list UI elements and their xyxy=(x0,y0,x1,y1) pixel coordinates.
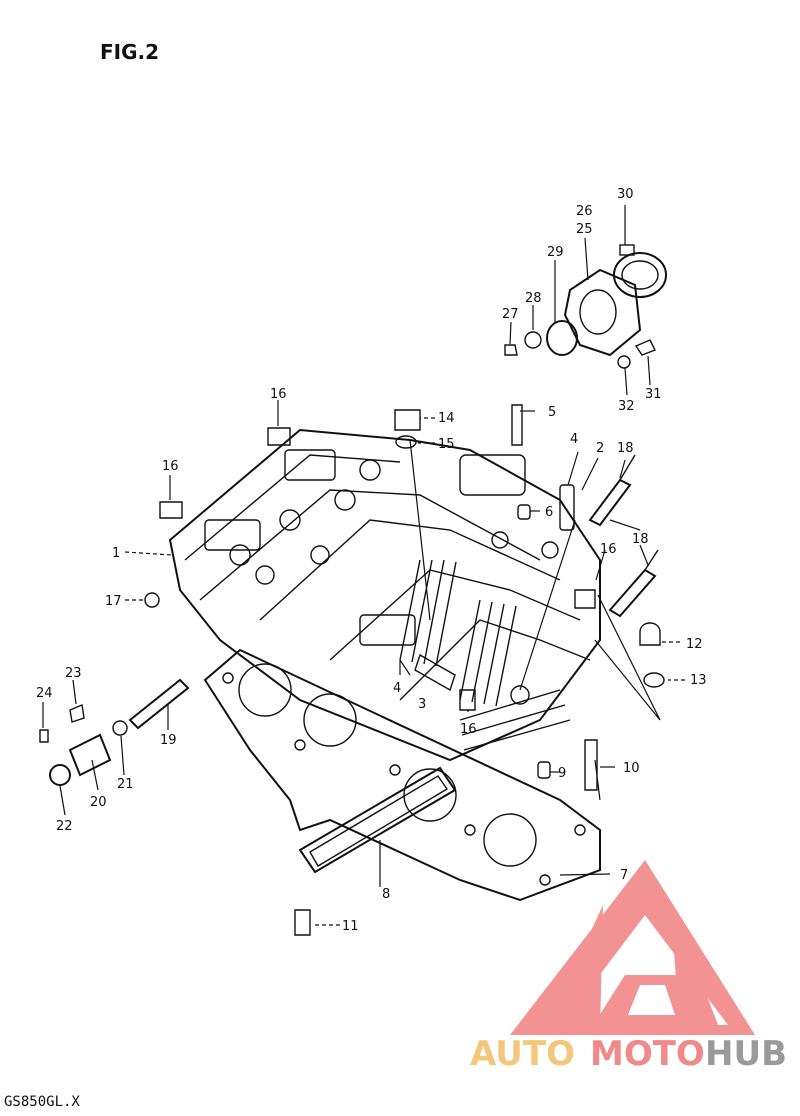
callout-14: 14 xyxy=(438,411,455,426)
callout-7: 7 xyxy=(620,868,628,883)
callout-28: 28 xyxy=(525,291,542,306)
callout-9: 9 xyxy=(558,766,566,781)
callout-16-b: 16 xyxy=(162,459,179,474)
callout-26: 26 xyxy=(576,204,593,219)
automotohub-wordmark: AUTO MOTO HUB xyxy=(470,1034,787,1074)
callout-13: 13 xyxy=(690,673,707,688)
callout-5: 5 xyxy=(548,405,556,420)
callout-18-b: 18 xyxy=(632,532,649,547)
head-gasket xyxy=(203,648,601,902)
cylinder-head xyxy=(168,428,601,762)
callout-6: 6 xyxy=(545,505,553,520)
model-code: GS850GL.X xyxy=(4,1094,80,1110)
callout-19: 19 xyxy=(160,733,177,748)
callout-22: 22 xyxy=(56,819,73,834)
callout-31: 31 xyxy=(645,387,662,402)
callout-15: 15 xyxy=(438,437,455,452)
callout-18-a: 18 xyxy=(617,441,634,456)
callout-32: 32 xyxy=(618,399,635,414)
callout-16-a: 16 xyxy=(270,387,287,402)
callout-24: 24 xyxy=(36,686,53,701)
callout-23: 23 xyxy=(65,666,82,681)
spark-plugs xyxy=(588,454,659,618)
small-parts xyxy=(144,404,665,936)
callout-labels: 1 2 3 4 4 5 6 7 8 9 10 11 12 13 14 15 16… xyxy=(36,187,707,934)
callout-16-c: 16 xyxy=(600,542,617,557)
wordmark-moto: MOTO xyxy=(590,1034,705,1074)
callout-11: 11 xyxy=(342,919,359,934)
oil-fittings xyxy=(39,678,190,786)
callout-4-lower: 4 xyxy=(393,681,401,696)
callout-8: 8 xyxy=(382,887,390,902)
leader-lines xyxy=(42,205,685,926)
callout-3: 3 xyxy=(418,697,426,712)
cam-chain-gasket xyxy=(298,766,457,874)
callout-21: 21 xyxy=(117,777,134,792)
callout-2: 2 xyxy=(596,441,604,456)
callout-4-upper: 4 xyxy=(570,432,578,447)
callout-25: 25 xyxy=(576,222,593,237)
callout-16-d: 16 xyxy=(460,722,477,737)
callout-30: 30 xyxy=(617,187,634,202)
callout-12: 12 xyxy=(686,637,703,652)
callout-27: 27 xyxy=(502,307,519,322)
automotohub-logo xyxy=(510,860,755,1035)
callout-1: 1 xyxy=(112,546,120,561)
callout-29: 29 xyxy=(547,245,564,260)
wordmark-auto: AUTO xyxy=(470,1034,575,1074)
intake-pipe xyxy=(504,244,667,369)
callout-17: 17 xyxy=(105,594,122,609)
callout-20: 20 xyxy=(90,795,107,810)
callout-10: 10 xyxy=(623,761,640,776)
figure-title: FIG.2 xyxy=(100,40,160,64)
wordmark-hub: HUB xyxy=(705,1034,787,1074)
